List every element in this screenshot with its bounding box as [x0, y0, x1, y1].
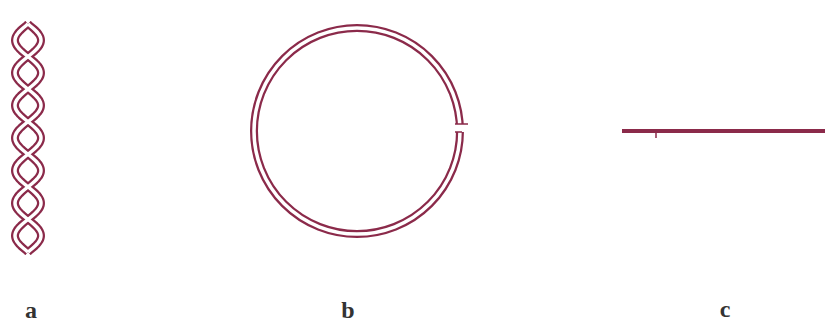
linear-strand — [622, 131, 825, 138]
strand-core — [15, 24, 41, 252]
panel-letter: b — [341, 298, 354, 322]
strand-outline — [15, 24, 41, 252]
strand-outline — [15, 24, 41, 252]
twisted-strand — [15, 24, 41, 252]
panel-letter: c — [720, 297, 731, 321]
strand-core — [15, 24, 41, 252]
circular-strand — [254, 28, 469, 234]
panel-letter: a — [25, 298, 37, 322]
